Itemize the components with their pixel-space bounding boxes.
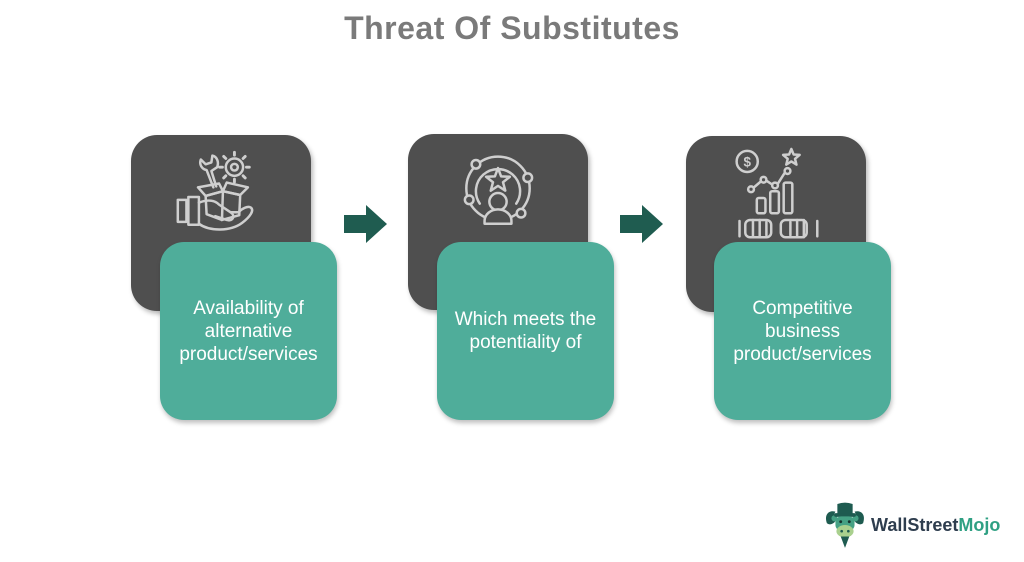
flow-arrow-2: [620, 205, 663, 243]
hand-box-product-icon: [176, 150, 254, 231]
brand-part-1: WallStreet: [871, 514, 959, 535]
brand-part-2: Mojo: [958, 514, 1001, 535]
flow-arrow-1: [344, 205, 387, 243]
stage-label-2: Which meets the potentiality of: [454, 309, 597, 353]
stage-label-card-2: Which meets the potentiality of: [437, 242, 614, 420]
page-title: Threat Of Substitutes: [344, 10, 680, 46]
right-arrow-shape: [620, 205, 663, 243]
person-star-orbit-icon: [463, 155, 534, 226]
right-arrow-shape: [344, 205, 387, 243]
stage-label-1: Availability of alternative product/serv…: [179, 297, 318, 365]
stage-label-card-1: Availability of alternative product/serv…: [160, 242, 337, 420]
stage-label-card-3: Competitive business product/services: [714, 242, 891, 420]
brand-name: WallStreetMojo: [871, 515, 1000, 536]
stage-label-3: Competitive business product/services: [733, 297, 872, 365]
bull-mascot-icon: [826, 502, 864, 548]
dollar-glyph: $: [743, 154, 751, 169]
wallstreetmojo-logo: WallStreetMojo: [824, 500, 1000, 550]
money-chart-fists-icon: $: [735, 147, 819, 239]
